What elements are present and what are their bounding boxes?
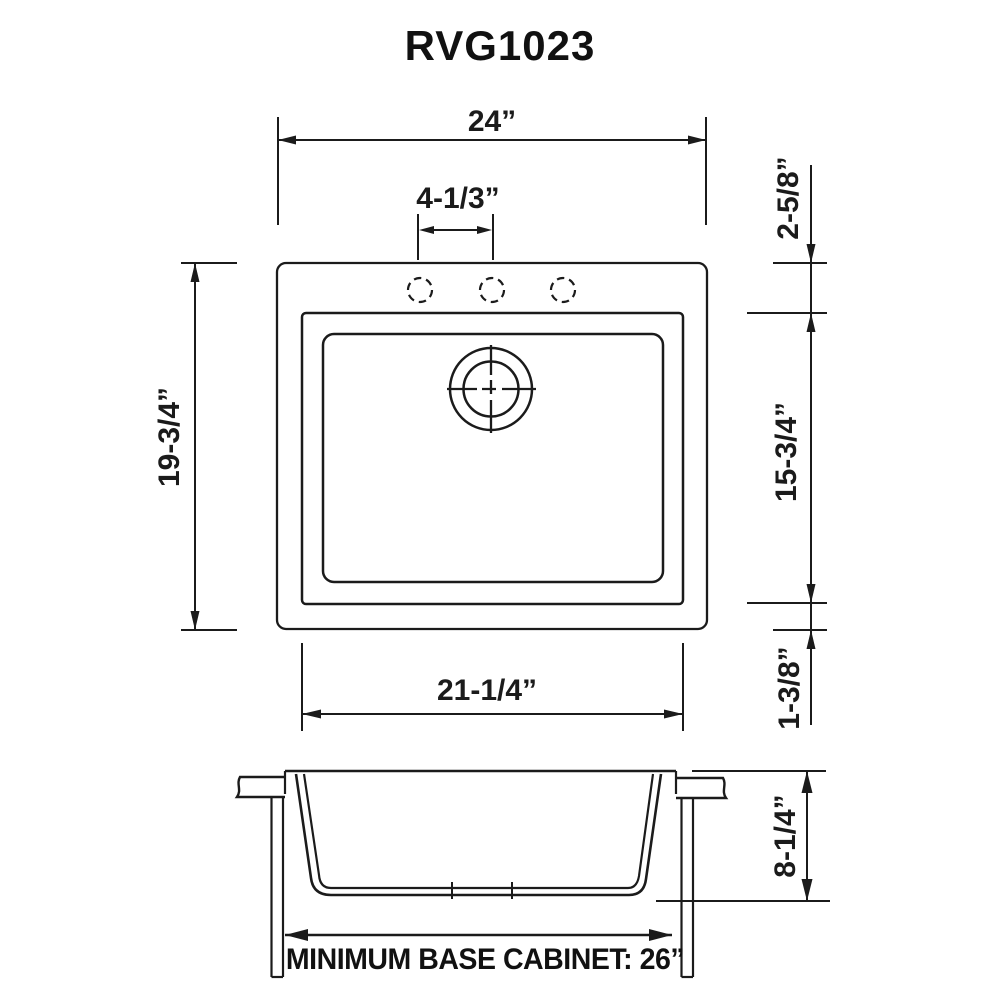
faucet-hole-icon	[478, 276, 506, 304]
countertop-right	[676, 776, 729, 800]
faucet-holes	[406, 276, 577, 304]
dim-faucet-spacing-graphic	[417, 214, 494, 260]
sink-top-view	[275, 261, 709, 631]
dim-bowl-depth-front-back-label: 15-3/4”	[770, 401, 803, 503]
cabinet-leg-right	[680, 798, 695, 979]
sink-side-view	[234, 769, 729, 979]
dim-right-chain-graphic	[747, 165, 827, 725]
sink-rim-outline	[275, 261, 709, 631]
countertop-left	[234, 775, 285, 799]
dim-overall-width-label: 24”	[467, 105, 517, 138]
dim-faucet-spacing-label: 4-1/3”	[416, 182, 500, 215]
bowl-bottom-outline	[321, 332, 665, 584]
dim-overall-width-graphic	[277, 117, 707, 225]
dim-overall-depth-graphic	[181, 262, 237, 631]
cabinet-note-label: MINIMUM BASE CABINET: 26”	[285, 943, 685, 976]
faucet-hole-icon	[549, 276, 577, 304]
dim-bowl-depth-label: 8-1/4”	[769, 794, 802, 878]
drain-icon	[447, 345, 536, 433]
dim-bowl-width-label: 21-1/4”	[436, 674, 538, 707]
bowl-top-outline	[300, 311, 685, 606]
bowl-outer-wall	[294, 773, 663, 897]
dim-bowl-depth-graphic	[656, 770, 830, 902]
model-number-title: RVG1023	[404, 22, 596, 69]
dim-rim-to-bowl-label: 2-5/8”	[772, 156, 805, 240]
cabinet-leg-left	[270, 797, 285, 979]
bowl-inner-wall	[302, 773, 655, 890]
dim-overall-depth-label: 19-3/4”	[153, 386, 186, 488]
dim-bowl-to-rim-label: 1-3/8”	[773, 646, 806, 730]
dim-cabinet-width-graphic	[285, 929, 672, 941]
dim-bowl-width-graphic	[301, 643, 684, 731]
faucet-hole-icon	[406, 276, 434, 304]
